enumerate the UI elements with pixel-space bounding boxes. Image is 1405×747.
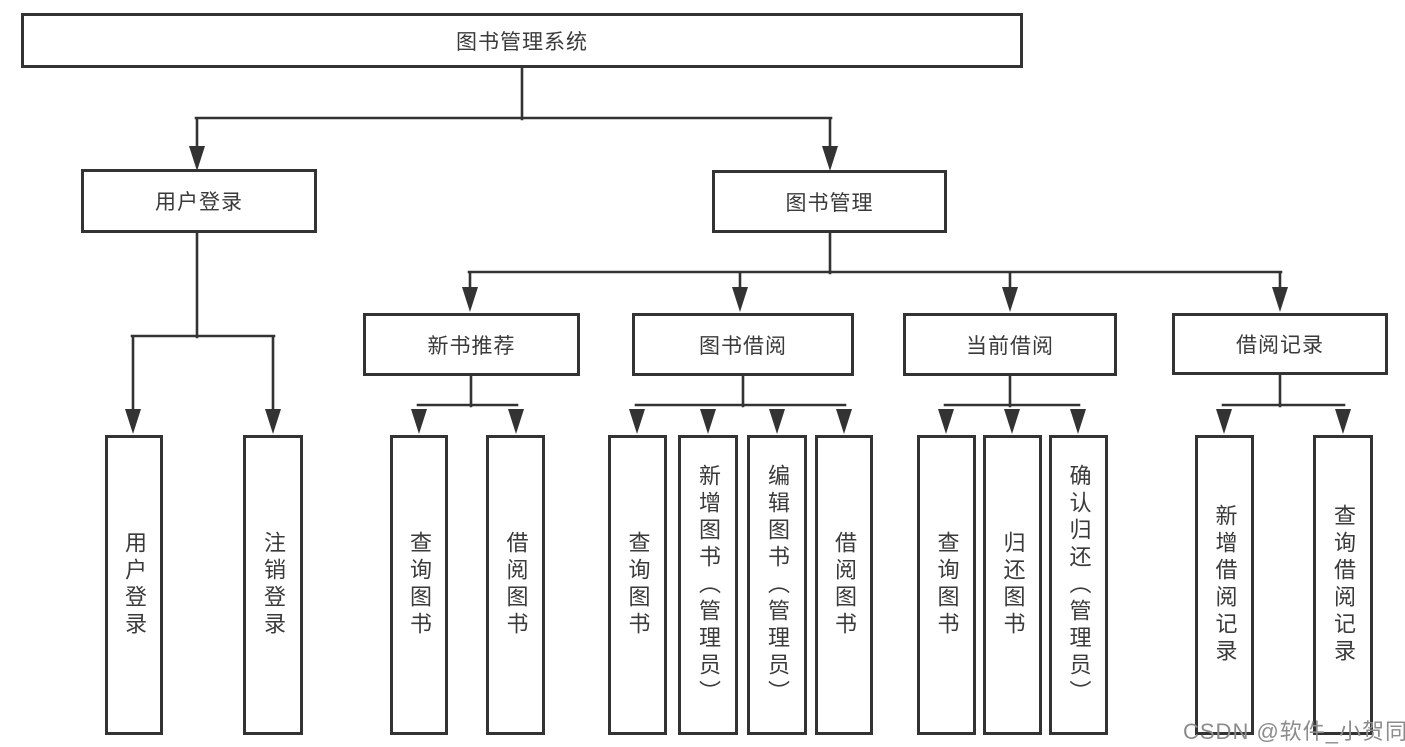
leaf-current-confirm-return-admin: 确认归还（管理员）: [1049, 435, 1108, 735]
leaf-borrowing-borrow-books: 借阅图书: [815, 435, 873, 735]
node-borrow-records: 借阅记录: [1172, 313, 1388, 375]
node-label: 借阅图书: [503, 531, 529, 639]
node-label: 新增图书（管理员）: [696, 463, 721, 707]
node-label: 用户登录: [122, 531, 147, 639]
node-label: 图书借阅: [699, 334, 787, 358]
leaf-borrowing-edit-books-admin: 编辑图书（管理员）: [747, 435, 807, 735]
node-label: 查询图书: [407, 531, 432, 639]
leaf-newbooks-query-books: 查询图书: [390, 435, 448, 735]
node-book-borrowing: 图书借阅: [632, 313, 854, 376]
node-label: 借阅图书: [832, 531, 857, 639]
node-label: 编辑图书（管理员）: [765, 463, 790, 707]
node-current-borrowing: 当前借阅: [903, 313, 1117, 376]
csdn-watermark: CSDN @软件_小贺同学: [1183, 719, 1405, 744]
leaf-newbooks-borrow-books: 借阅图书: [486, 435, 545, 735]
node-label: 查询图书: [625, 531, 651, 639]
leaf-current-return-books: 归还图书: [983, 435, 1042, 735]
node-user-login: 用户登录: [81, 169, 317, 233]
node-root-library-system: 图书管理系统: [21, 13, 1023, 68]
node-book-management: 图书管理: [712, 170, 947, 233]
node-label: 新书推荐: [427, 334, 516, 358]
node-label: 归还图书: [1000, 531, 1026, 639]
leaf-current-query-books: 查询图书: [917, 435, 976, 735]
node-label: 当前借阅: [966, 334, 1054, 358]
leaf-records-add-borrow-record: 新增借阅记录: [1195, 435, 1254, 735]
node-label: 用户登录: [155, 191, 243, 214]
node-new-book-recommend: 新书推荐: [363, 313, 580, 376]
node-label: 查询图书: [934, 531, 960, 639]
leaf-borrowing-add-books-admin: 新增图书（管理员）: [678, 435, 738, 735]
node-label: 查询借阅记录: [1331, 504, 1356, 666]
node-label: 图书管理: [785, 191, 874, 215]
node-label: 新增借阅记录: [1212, 504, 1238, 666]
leaf-logout: 注销登录: [243, 435, 303, 735]
leaf-borrowing-query-books: 查询图书: [608, 435, 667, 735]
leaf-user-login: 用户登录: [105, 435, 163, 735]
node-label: 借阅记录: [1236, 334, 1324, 357]
node-label: 注销登录: [261, 531, 286, 639]
node-label: 确认归还（管理员）: [1066, 463, 1092, 707]
node-label: 图书管理系统: [456, 30, 588, 54]
leaf-records-query-borrow-record: 查询借阅记录: [1313, 435, 1373, 735]
